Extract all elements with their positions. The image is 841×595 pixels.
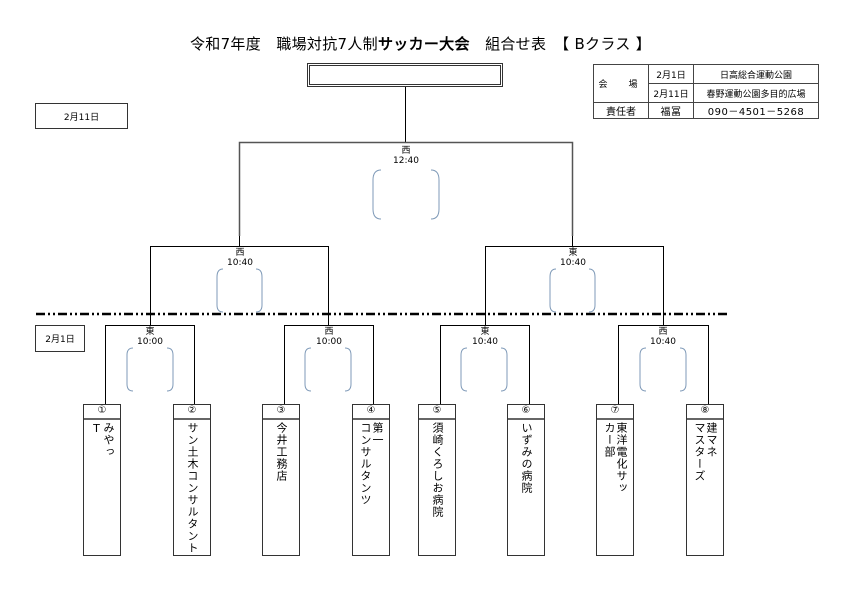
team-box-3: ③ 今井工務店 (262, 404, 300, 556)
match-time: 10:00 (316, 337, 342, 347)
champion-box (307, 63, 503, 87)
team-box-1: ① みやっ T (83, 404, 121, 556)
match-field: 西 (235, 248, 245, 258)
match-field: 西 (401, 146, 411, 156)
semi-left-bracket (150, 246, 329, 325)
first-day-date-box: 2月1日 (35, 325, 85, 352)
match-time: 12:40 (393, 156, 419, 166)
match-time: 10:40 (472, 337, 498, 347)
team-number: ① (84, 405, 120, 420)
match-semi-right: 東 10:40 (553, 248, 593, 268)
team-number: ③ (263, 405, 299, 420)
score-bracket-semi-right (549, 268, 596, 313)
match-time: 10:40 (227, 258, 253, 268)
match-r1-3: 東 10:40 (465, 327, 505, 347)
final-bracket (238, 141, 574, 236)
title-part-3: 組合せ表 【 Bクラス 】 (469, 35, 652, 53)
score-bracket-r1-4 (639, 347, 687, 392)
match-field: 東 (568, 248, 578, 258)
manager-label: 責任者 (593, 102, 649, 119)
team-box-5: ⑤ 須崎くろしお病院 (418, 404, 456, 556)
team-number: ⑤ (419, 405, 455, 420)
title-part-2: サッカー大会 (377, 35, 470, 53)
match-field: 東 (480, 327, 490, 337)
team-name: みやっ T (90, 422, 115, 458)
team-name: 建マネ マスターズ (693, 422, 718, 482)
match-time: 10:40 (650, 337, 676, 347)
match-r1-1: 東 10:00 (130, 327, 170, 347)
r1-3-bracket (440, 325, 530, 404)
match-final: 西 12:40 (386, 146, 426, 166)
team-box-6: ⑥ いずみの病院 (507, 404, 545, 556)
team-number: ⑦ (597, 405, 633, 420)
match-time: 10:00 (137, 337, 163, 347)
title-part-1: 令和7年度 職場対抗7人制 (189, 35, 378, 53)
match-field: 東 (145, 327, 155, 337)
team-number: ⑧ (687, 405, 723, 420)
score-bracket-r1-1 (126, 347, 174, 392)
team-name: サン土木コンサルタント (186, 422, 199, 554)
final-day-date-box: 2月11日 (35, 103, 128, 129)
team-name: 須崎くろしお病院 (431, 422, 444, 518)
team-number: ④ (353, 405, 389, 420)
score-bracket-r1-3 (460, 347, 508, 392)
team-number: ② (174, 405, 210, 420)
team-name: 東洋電化サッ カー部 (603, 422, 628, 494)
match-field: 西 (324, 327, 334, 337)
match-semi-left: 西 10:40 (220, 248, 260, 268)
team-name: 今井工務店 (275, 422, 288, 482)
score-bracket-r1-2 (304, 347, 352, 392)
team-name: いずみの病院 (520, 422, 533, 494)
r1-2-bracket (284, 325, 374, 404)
team-box-2: ② サン土木コンサルタント (173, 404, 211, 556)
manager-phone: 090－4501－5268 (693, 102, 819, 119)
manager-row: 責任者 福冨 090－4501－5268 (593, 102, 819, 119)
team-number: ⑥ (508, 405, 544, 420)
team-box-8: ⑧ 建マネ マスターズ (686, 404, 724, 556)
venue-table: 会 場 2月1日 日高総合運動公園 2月11日 春野運動公園多目的広場 責任者 … (593, 64, 819, 119)
match-time: 10:40 (560, 258, 586, 268)
team-name: 第一 コンサルタンツ (359, 422, 384, 506)
venue-row-2: 2月11日 春野運動公園多目的広場 (594, 83, 819, 103)
first-day-date: 2月1日 (45, 335, 75, 345)
team-box-4: ④ 第一 コンサルタンツ (352, 404, 390, 556)
score-bracket-final (372, 169, 440, 220)
match-r1-4: 西 10:40 (643, 327, 683, 347)
team-box-7: ⑦ 東洋電化サッ カー部 (596, 404, 634, 556)
r1-4-bracket (618, 325, 709, 404)
page-title: 令和7年度 職場対抗7人制サッカー大会 組合せ表 【 Bクラス 】 (0, 33, 841, 54)
match-field: 西 (658, 327, 668, 337)
final-day-date: 2月11日 (63, 112, 100, 123)
match-r1-2: 西 10:00 (309, 327, 349, 347)
score-bracket-semi-left (216, 268, 263, 313)
semi-right-bracket (485, 246, 664, 325)
r1-1-bracket (105, 325, 195, 404)
